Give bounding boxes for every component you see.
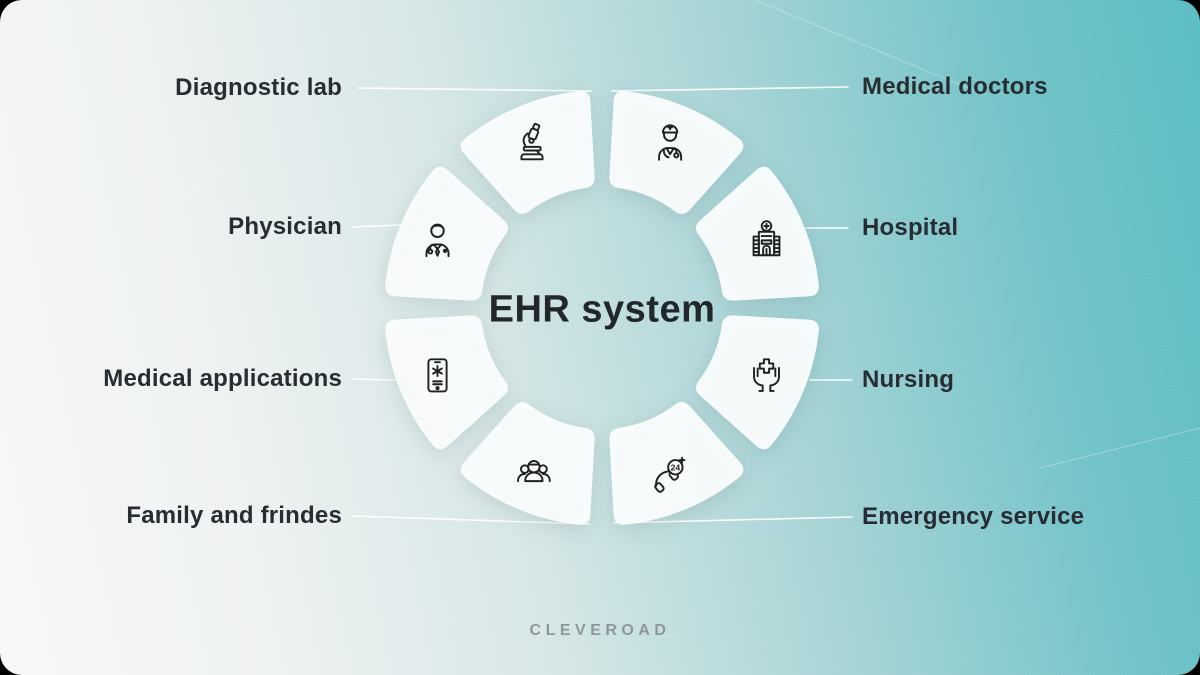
label-emergency-service: Emergency service — [862, 503, 1085, 530]
label-family-and-frindes: Family and frindes — [126, 502, 342, 529]
cleveroad-logo: CLEVEROAD — [529, 622, 671, 639]
label-hospital: Hospital — [862, 214, 959, 241]
connector-line — [351, 515, 591, 525]
label-physician: Physician — [228, 213, 342, 240]
label-medical-doctors: Medical doctors — [862, 73, 1048, 100]
label-medical-applications: Medical applications — [103, 365, 342, 392]
connector-lines — [351, 86, 853, 525]
connector-line — [351, 224, 401, 228]
label-nursing: Nursing — [862, 366, 955, 393]
segment-diagnostic-lab — [460, 91, 595, 215]
segment-nursing — [695, 315, 819, 450]
segment-family-and-frindes — [460, 401, 595, 525]
connector-line — [611, 86, 849, 92]
connector-line — [357, 87, 593, 92]
segment-physician — [385, 166, 509, 301]
label-diagnostic-lab: Diagnostic lab — [175, 74, 342, 101]
segment-hospital — [695, 166, 819, 301]
diagram-title: EHR system — [488, 288, 716, 331]
connector-line — [351, 378, 399, 381]
connector-line — [613, 516, 853, 524]
background-accent-lines — [87, 0, 1200, 469]
